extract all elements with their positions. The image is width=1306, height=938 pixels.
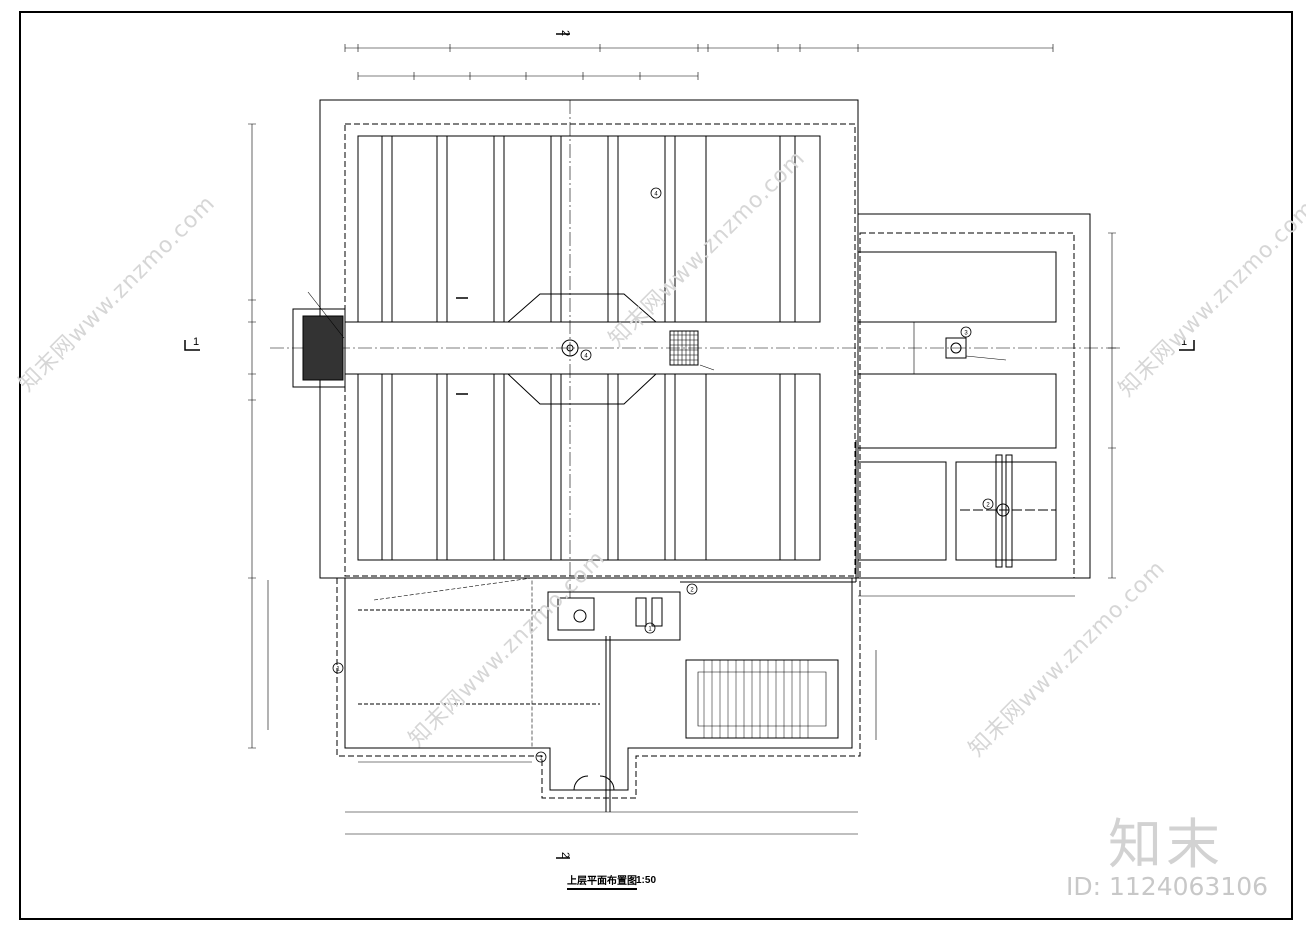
callout-5: 1 (648, 627, 652, 633)
east-wing-inner (859, 232, 1075, 579)
section-mark-bottom: 2 (559, 852, 571, 858)
callout-2: 4 (584, 354, 588, 360)
stair (685, 659, 839, 739)
equipment-frame (547, 591, 681, 641)
drawing-title: 上层平面布置图 (567, 872, 637, 890)
watermark-logo: 知末 (1108, 813, 1224, 876)
callout-3: 3 (964, 331, 968, 337)
section-mark-right: 1 (1181, 336, 1187, 348)
callout-4: 2 (986, 503, 990, 509)
grid-box (669, 330, 699, 366)
callout-6: 1 (336, 667, 340, 673)
section-mark-left: 1 (193, 336, 199, 348)
callout-1: 4 (654, 192, 658, 198)
drawing-scale: 1:50 (636, 875, 657, 886)
sheet-frame (19, 11, 1293, 920)
document-id: ID: 1124063106 (1066, 872, 1269, 901)
section-mark-top: 2 (559, 30, 571, 36)
callout-7: 2 (690, 588, 694, 594)
callout-8: 1 (539, 756, 543, 762)
east-wing-outline (857, 213, 1091, 579)
inlet-box (292, 308, 346, 388)
